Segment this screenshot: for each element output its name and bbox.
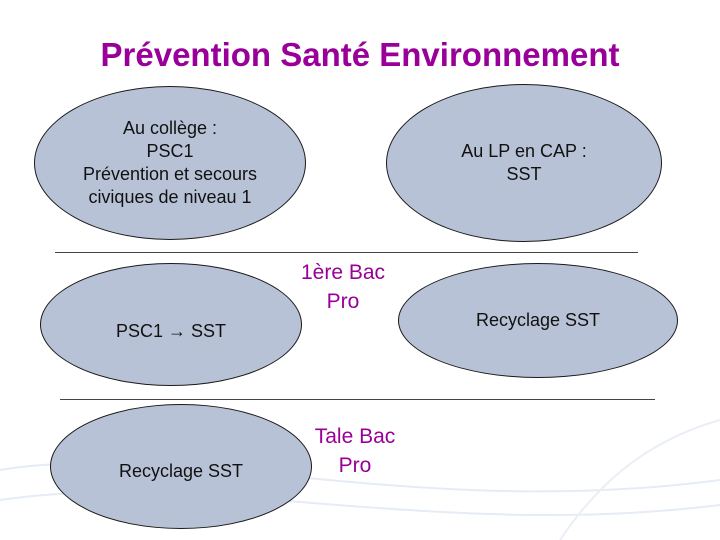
separator-line-bottom: [60, 399, 655, 400]
ellipse-lp-cap: Au LP en CAP : SST: [386, 84, 662, 242]
ellipse-recyclage-bottom: Recyclage SST: [50, 404, 312, 529]
label-terminale-bac-pro: Tale Bac Pro: [314, 425, 396, 477]
ellipse-recyclage-right: Recyclage SST: [398, 263, 678, 378]
label-premiere-bac-pro: 1ère Bac Pro: [300, 261, 386, 313]
ellipse-recyclage-bottom-text: Recyclage SST: [118, 461, 244, 481]
ellipse-college-text: Au collège : PSC1 Prévention et secours …: [82, 118, 258, 207]
ellipse-lp-cap-text: Au LP en CAP : SST: [461, 141, 587, 184]
separator-line-top: [55, 252, 638, 253]
ellipse-psc1-sst-text: PSC1 → SST: [115, 321, 227, 341]
ellipse-psc1-sst: PSC1 → SST: [40, 263, 302, 386]
page-title: Prévention Santé Environnement: [100, 36, 620, 73]
ellipse-college: Au collège : PSC1 Prévention et secours …: [34, 86, 306, 240]
ellipse-recyclage-right-text: Recyclage SST: [475, 310, 601, 330]
